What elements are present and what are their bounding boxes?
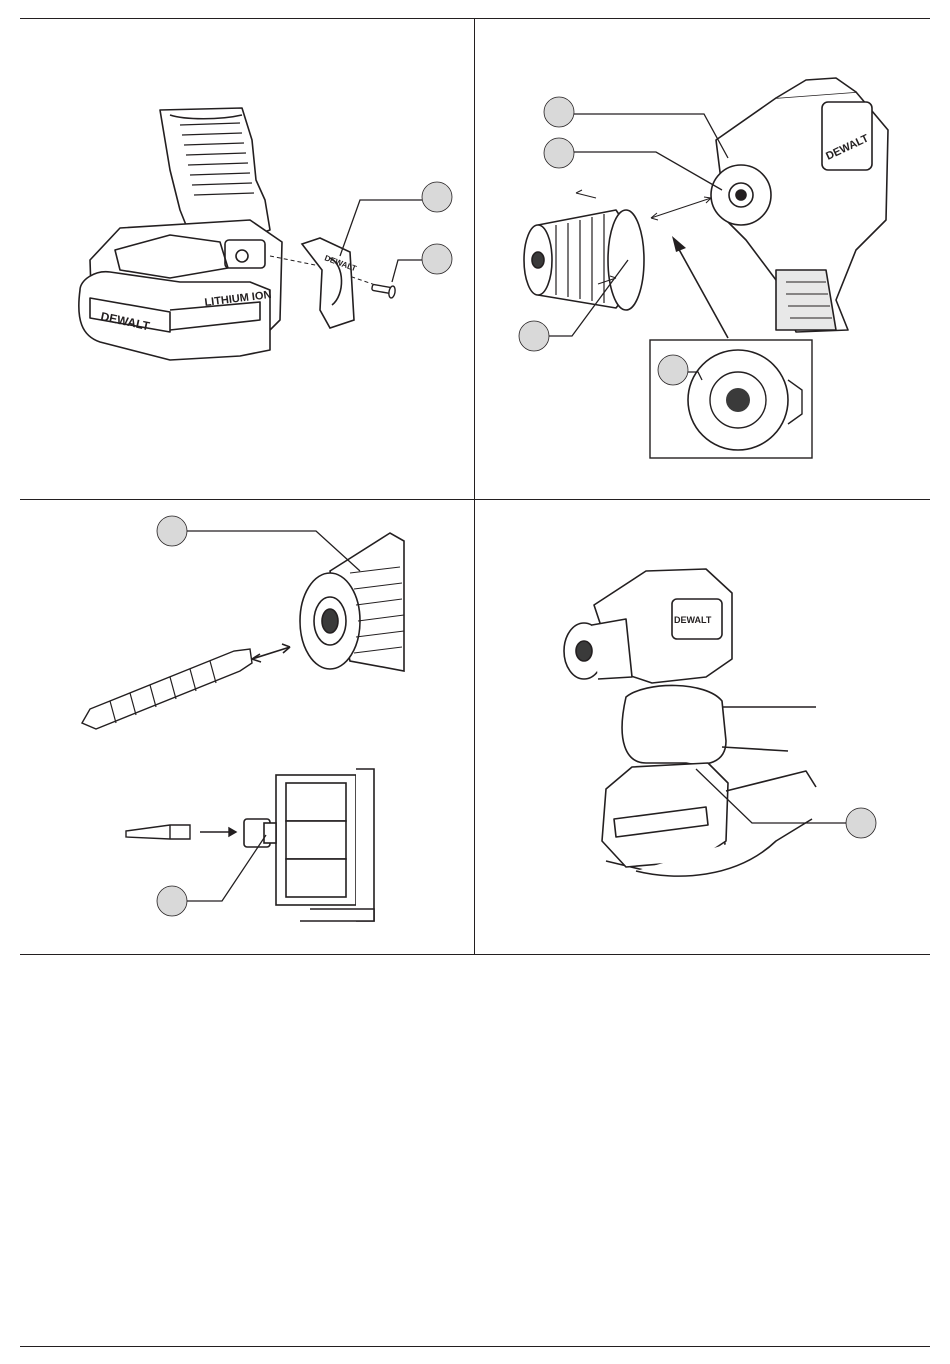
- callout-circle-a1: [422, 182, 452, 212]
- figure-belt-hook: LITHIUM ION DEWALT DEWALT: [20, 20, 474, 498]
- callout-circle-d1: [846, 808, 876, 838]
- callout-circle-b2: [544, 138, 574, 168]
- screwdriver-bit-icon: [126, 825, 190, 839]
- figure-proper-grip: DEWALT: [476, 501, 930, 953]
- belt-hook: [302, 238, 354, 328]
- callout-circle-b1: [544, 97, 574, 127]
- figure-chuck-removal: DEWALT: [476, 20, 930, 498]
- lower-rule: [20, 954, 930, 955]
- middle-rule: [20, 499, 930, 500]
- chuck-removal-illustration: DEWALT: [476, 20, 930, 498]
- proper-grip-illustration: DEWALT: [476, 501, 930, 953]
- belt-hook-illustration: LITHIUM ION DEWALT DEWALT: [20, 20, 474, 498]
- figure-bit-insertion: [20, 501, 474, 953]
- screw-icon: [372, 284, 396, 298]
- callout-circle-b4: [658, 355, 688, 385]
- grip-drill-brand-logo: DEWALT: [674, 615, 712, 625]
- callout-circle-a2: [422, 244, 452, 274]
- callout-circle-b3: [519, 321, 549, 351]
- bit-insertion-illustration: [20, 501, 474, 953]
- callout-circle-c2: [157, 886, 187, 916]
- top-rule: [20, 18, 930, 19]
- center-divider: [474, 18, 475, 954]
- drill-bit-icon: [82, 649, 252, 729]
- bottom-rule: [20, 1346, 930, 1347]
- callout-circle-c1: [157, 516, 187, 546]
